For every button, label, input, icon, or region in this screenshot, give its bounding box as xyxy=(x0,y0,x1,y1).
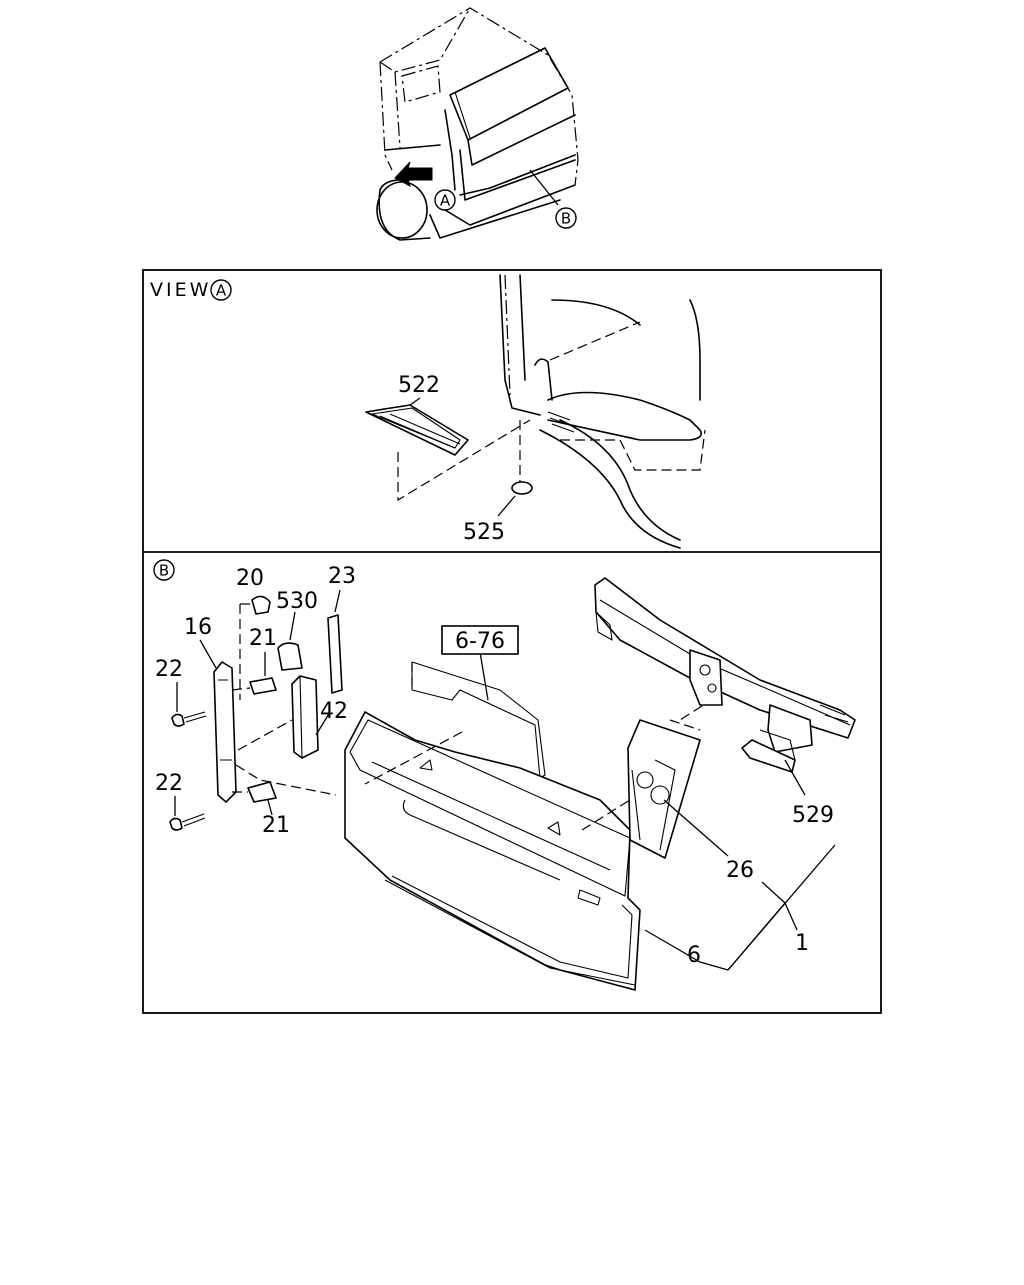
view-b-marker: B xyxy=(159,562,169,580)
part-label-20: 20 xyxy=(236,566,264,591)
part-label-22-upper: 22 xyxy=(155,657,183,682)
part-label-26: 26 xyxy=(726,858,754,883)
part-label-529: 529 xyxy=(792,803,834,828)
part-label-22-lower: 22 xyxy=(155,771,183,796)
part-label-1: 1 xyxy=(795,931,809,956)
detail-frame xyxy=(142,269,882,1014)
part-label-21-lower: 21 xyxy=(262,813,290,838)
part-label-23: 23 xyxy=(328,564,356,589)
part-label-42: 42 xyxy=(320,699,348,724)
part-label-21-upper: 21 xyxy=(249,626,277,651)
part-label-530: 530 xyxy=(276,589,318,614)
view-a-title: VIEW xyxy=(150,279,211,301)
part-label-16: 16 xyxy=(184,615,212,640)
part-label-522: 522 xyxy=(398,373,440,398)
view-a-marker: A xyxy=(216,282,227,300)
part-label-525: 525 xyxy=(463,520,505,545)
view-a-panel: VIEW A 522 525 xyxy=(150,274,706,549)
part-label-6: 6 xyxy=(687,943,701,968)
callout-a-label: A xyxy=(440,192,451,210)
part-label-6-76: 6-76 xyxy=(455,629,505,654)
callout-b-label: B xyxy=(561,210,571,228)
view-b-panel: B xyxy=(153,559,856,991)
truck-cab-overview: A B xyxy=(376,7,579,241)
